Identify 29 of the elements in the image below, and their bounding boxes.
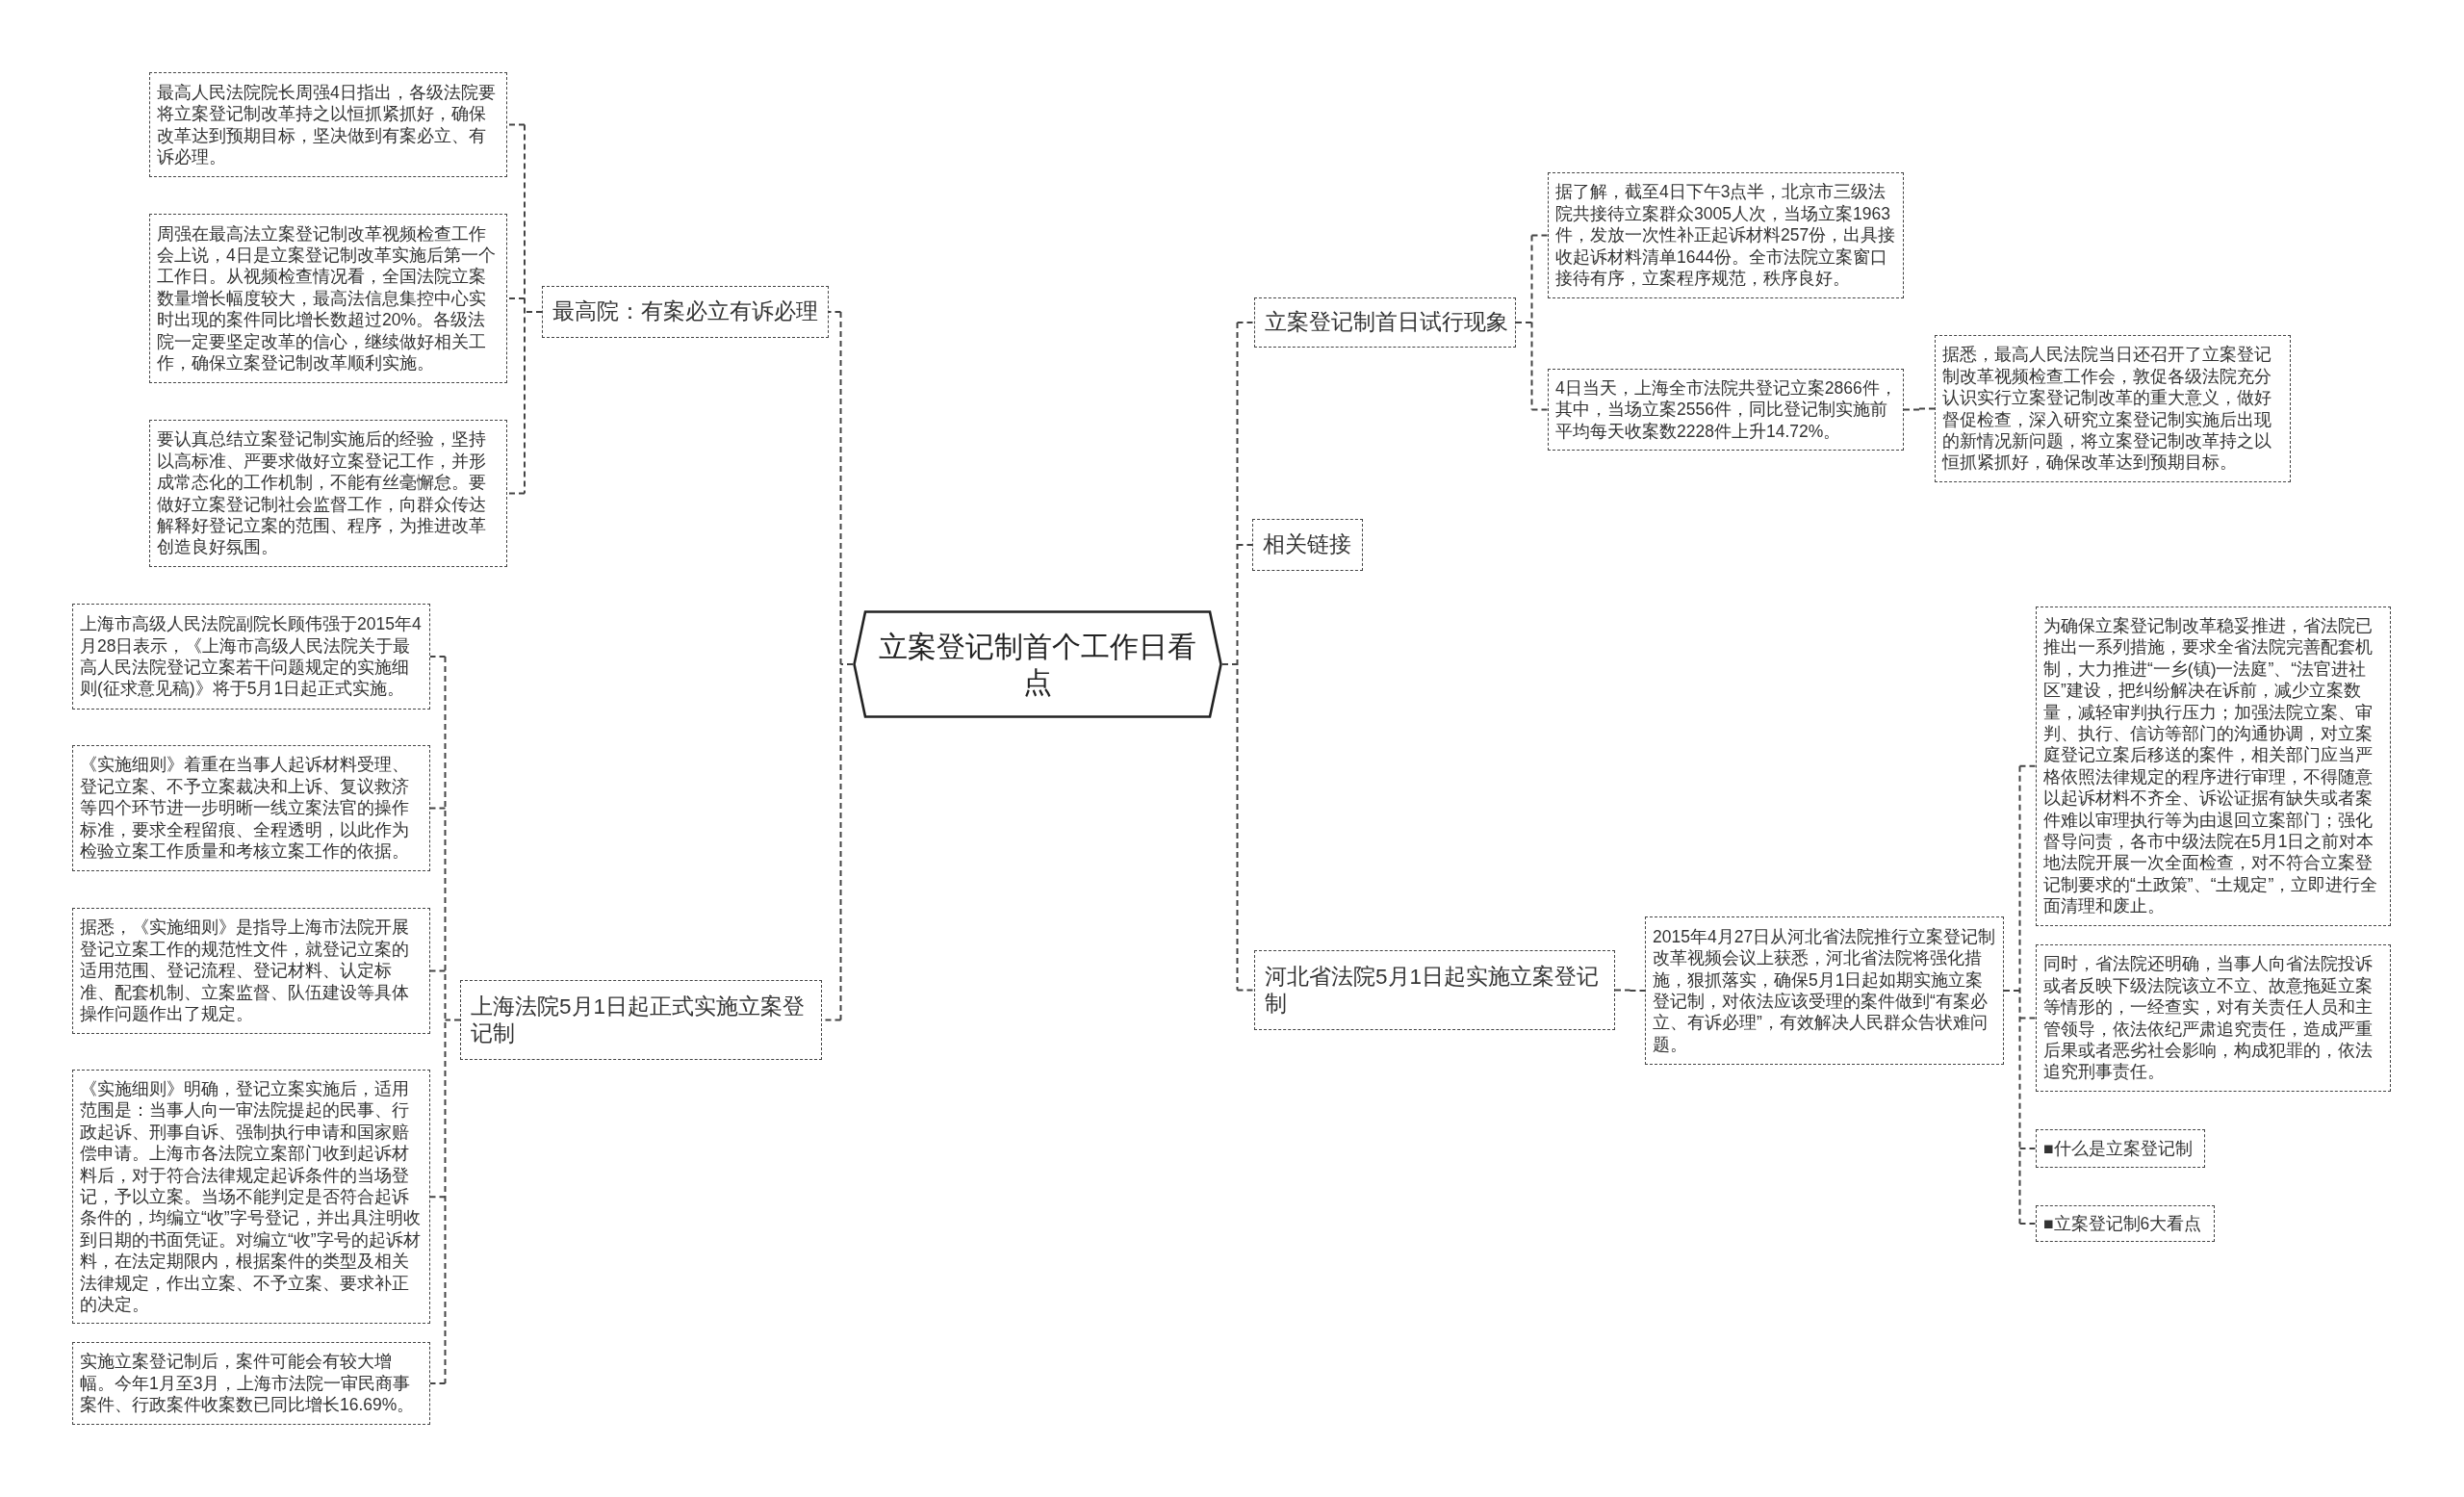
- note-box: 《实施细则》着重在当事人起诉材料受理、登记立案、不予立案裁决和上诉、复议救济等四个环节进一步明晰一线立案法官的操作标准，要求全程留痕、全程透明，以此作为检验立案工作质量和考核立案工作的依据。: [72, 745, 430, 871]
- note-box: 最高人民法院院长周强4日指出，各级法院要将立案登记制改革持之以恒抓紧抓好，确保改革达到预期目标，坚决做到有案必立、有诉必理。: [149, 72, 507, 177]
- note-box: 4日当天，上海全市法院共登记立案2866件，其中，当场立案2556件，同比登记制实施前平均每天收案数2228件上升14.72%。: [1548, 369, 1904, 452]
- topic-box: 上海法院5月1日起正式实施立案登记制: [460, 980, 822, 1060]
- note-box: 同时，省法院还明确，当事人向省法院投诉或者反映下级法院该立不立、故意拖延立案等情形的，一经查实，对有关责任人员和主管领导，依法依纪严肃追究责任，造成严重后果或者恶劣社会影响，构成犯罪的，依法追究刑事责任。: [2036, 944, 2391, 1092]
- link-box: ■什么是立案登记制: [2036, 1129, 2205, 1168]
- connector: [2003, 764, 2037, 1225]
- central-topic: 立案登记制首个工作日看点: [853, 610, 1222, 718]
- topic-box: 相关链接: [1252, 519, 1363, 571]
- note-box: 要认真总结立案登记制实施后的经验，坚持以高标准、严要求做好立案登记工作，并形成常态化的工作机制，不能有丝毫懈怠。要做好立案登记制社会监督工作，向群众传达解释好登记立案的范围、程序，为推进改革创造良好氛围。: [149, 420, 507, 567]
- connector: [1515, 234, 1549, 411]
- note-box: 实施立案登记制后，案件可能会有较大增幅。今年1月至3月，上海市法院一审民商事案件、行政案件收案数已同比增长16.69%。: [72, 1342, 430, 1425]
- connector: [429, 656, 461, 1384]
- note-box: 2015年4月27日从河北省法院推行立案登记制改革视频会议上获悉，河北省法院将强化措施，狠抓落实，确保5月1日起如期实施立案登记制，对依法应该受理的案件做到“有案必立、有诉必理”，有效解决人民群众告状难问题。: [1645, 916, 2004, 1065]
- note-box: 据了解，截至4日下午3点半，北京市三级法院共接待立案群众3005人次，当场立案1963件，发放一次性补正起诉材料257份，出具接收起诉材料清单1644份。全市法院立案窗口接待有序，立案程序规范，秩序良好。: [1548, 172, 1904, 298]
- link-box: ■立案登记制6大看点: [2036, 1205, 2215, 1242]
- note-box: 为确保立案登记制改革稳妥推进，省法院已推出一系列措施，要求全省法院完善配套机制，大力推进“一乡(镇)一法庭”、“法官进社区”建设，把纠纷解决在诉前，减少立案数量，减轻审判执行压力；加强法院立案、审判、执行、信访等部门的沟通协调，对立案庭登记立案后移送的案件，相关部门应当严格依照法律规定的程序进行审理，不得随意以起诉材料不齐全、诉讼证据有缺失或者案件难以审理执行等为由退回立案部门；强化督导问责，各市中级法院在5月1日之前对本地法院开展一次全面检查，对不符合立案登记制要求的“土政策”、“土规定”，立即进行全面清理和废止。: [2036, 607, 2391, 926]
- note-box: 据悉，《实施细则》是指导上海市法院开展登记立案工作的规范性文件，就登记立案的适用范围、登记流程、登记材料、认定标准、配套机制、立案监督、队伍建设等具体操作问题作出了规定。: [72, 908, 430, 1034]
- connector: [1903, 407, 1936, 411]
- topic-box: 河北省法院5月1日起实施立案登记制: [1254, 950, 1615, 1030]
- connector: [506, 123, 543, 495]
- connector: [1614, 989, 1646, 992]
- connector: [1221, 322, 1255, 992]
- topic-box: 最高院：有案必立有诉必理: [542, 286, 829, 338]
- topic-box: 立案登记制首日试行现象: [1254, 297, 1516, 348]
- note-box: 上海市高级人民法院副院长顾伟强于2015年4月28日表示，《上海市高级人民法院关于最高人民法院登记立案若干问题规定的实施细则(征求意见稿)》将于5月1日起正式实施。: [72, 604, 430, 710]
- note-box: 周强在最高法立案登记制改革视频检查工作会上说，4日是立案登记制改革实施后第一个工作日。从视频检查情况看，全国法院立案数量增长幅度较大，最高法信息集控中心实时出现的案件同比增长数超过20%。各级法院一定要坚定改革的信心，继续做好相关工作，确保立案登记制改革顺利实施。: [149, 214, 507, 383]
- note-box: 《实施细则》明确，登记立案实施后，适用范围是：当事人向一审法院提起的民事、行政起诉、刑事自诉、强制执行申请和国家赔偿申请。上海市各法院立案部门收到起诉材料后，对于符合法律规定起诉条件的当场登记，予以立案。当场不能判定是否符合起诉条件的，均编立“收”字号登记，并出具注明收到日期的书面凭证。对编立“收”字号的起诉材料，在法定期限内，根据案件的类型及相关法律规定，作出立案、不予立案、要求补正的决定。: [72, 1070, 430, 1325]
- note-box: 据悉，最高人民法院当日还召开了立案登记制改革视频检查工作会，敦促各级法院充分认识实行立案登记制改革的重大意义，做好督促检查，深入研究立案登记制实施后出现的新情况新问题，将立案登记制改革持之以恒抓紧抓好，确保改革达到预期目标。: [1935, 335, 2291, 482]
